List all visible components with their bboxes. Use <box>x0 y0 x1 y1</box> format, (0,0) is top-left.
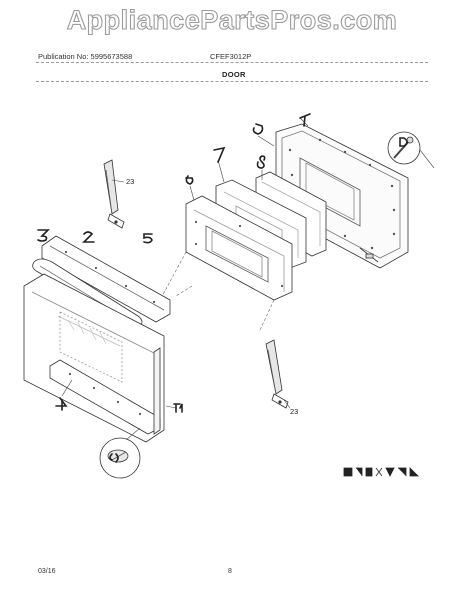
part-3-glyph <box>37 229 50 242</box>
watermark: AppliancePartsPros.com <box>66 4 398 35</box>
hinge-right-callout: 23 <box>290 407 298 416</box>
part-number-glyphs <box>37 113 408 463</box>
section-title: DOOR <box>222 70 246 79</box>
door-hinge-left <box>103 159 125 229</box>
side-trim <box>153 347 161 435</box>
part-6-glyph <box>185 175 194 185</box>
part-13-glyph <box>173 403 183 413</box>
inner-door-panel <box>275 123 409 269</box>
watermark-text: AppliancePartsPros.com <box>67 5 398 35</box>
model-number: CFEF3012P <box>210 52 252 61</box>
part-5-glyph <box>143 233 153 244</box>
hinge-left-callout: 23 <box>126 177 134 186</box>
footer-page-number: 8 <box>228 568 232 575</box>
door-trim <box>41 235 171 323</box>
footer-date: 03/16 <box>38 568 56 575</box>
title-divider <box>36 81 428 82</box>
part-7-glyph <box>213 146 226 163</box>
part-4-glyph <box>55 397 68 411</box>
screw-detail-callout <box>387 131 435 169</box>
header-divider <box>36 62 428 63</box>
part-8-glyph <box>256 155 266 169</box>
door-hinge-right <box>265 339 289 409</box>
part-1-glyph <box>299 113 311 127</box>
part-2-glyph <box>82 231 95 243</box>
part-9-glyph <box>252 123 264 135</box>
alignment-lines <box>159 251 275 331</box>
part-10-glyph <box>399 137 408 147</box>
brand-mark <box>342 466 422 477</box>
publication-number: Publication No: 5995673588 <box>38 52 133 61</box>
part-66-glyph <box>109 453 119 463</box>
